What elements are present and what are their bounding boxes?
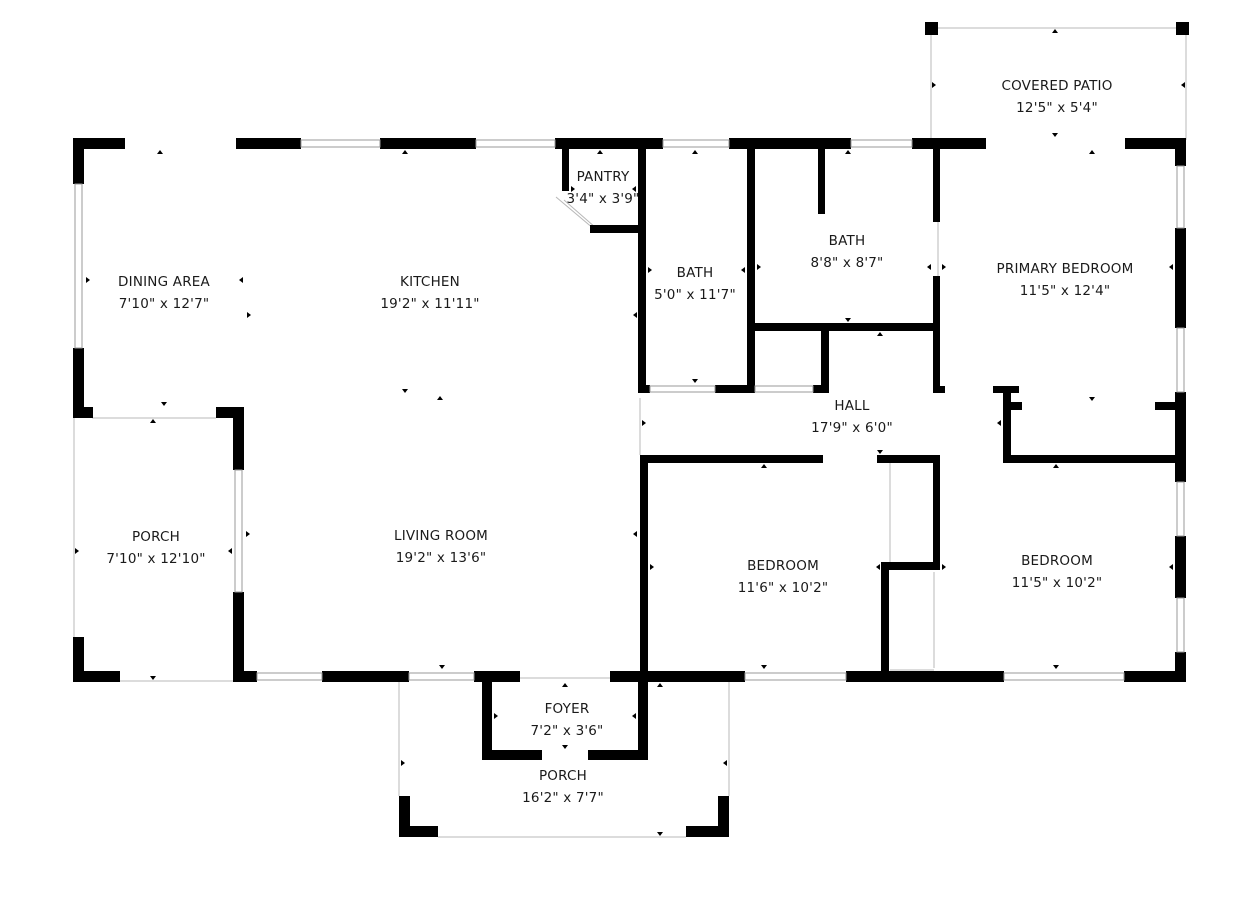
room-dims-kitchen: 19'2" x 11'11" xyxy=(380,296,479,312)
room-dims-porch-front: 16'2" x 7'7" xyxy=(522,790,604,806)
room-name-porch-side: PORCH xyxy=(132,529,180,545)
room-name-pantry: PANTRY xyxy=(577,169,630,185)
room-dims-bath-2: 8'8" x 8'7" xyxy=(811,255,884,271)
room-labels: COVERED PATIO 12'5" x 5'4" PANTRY 3'4" x… xyxy=(106,78,1133,806)
room-dims-covered-patio: 12'5" x 5'4" xyxy=(1016,100,1098,116)
room-dims-pantry: 3'4" x 3'9" xyxy=(567,191,640,207)
room-dims-bath-1: 5'0" x 11'7" xyxy=(654,287,736,303)
room-dims-porch-side: 7'10" x 12'10" xyxy=(106,551,205,567)
room-name-hall: HALL xyxy=(834,398,870,414)
room-dims-primary-bedroom: 11'5" x 12'4" xyxy=(1020,283,1111,299)
room-dims-foyer: 7'2" x 3'6" xyxy=(531,723,604,739)
room-name-bath-2: BATH xyxy=(829,233,866,249)
room-name-kitchen: KITCHEN xyxy=(400,274,460,290)
room-dims-bedroom-1: 11'6" x 10'2" xyxy=(738,580,829,596)
room-dims-living-room: 19'2" x 13'6" xyxy=(396,550,487,566)
room-name-living-room: LIVING ROOM xyxy=(394,528,488,544)
room-dims-hall: 17'9" x 6'0" xyxy=(811,420,893,436)
windows xyxy=(74,139,1185,681)
walls xyxy=(73,22,1189,837)
room-dims-bedroom-2: 11'5" x 10'2" xyxy=(1012,575,1103,591)
room-name-foyer: FOYER xyxy=(545,701,590,717)
room-name-bath-1: BATH xyxy=(677,265,714,281)
room-dims-dining-area: 7'10" x 12'7" xyxy=(119,296,210,312)
outline-lines xyxy=(73,27,1187,838)
room-name-dining-area: DINING AREA xyxy=(118,274,210,290)
room-name-primary-bedroom: PRIMARY BEDROOM xyxy=(997,261,1134,277)
dimension-markers xyxy=(75,29,1185,836)
room-name-bedroom-1: BEDROOM xyxy=(747,558,819,574)
room-name-bedroom-2: BEDROOM xyxy=(1021,553,1093,569)
room-name-porch-front: PORCH xyxy=(539,768,587,784)
room-name-covered-patio: COVERED PATIO xyxy=(1001,78,1112,94)
